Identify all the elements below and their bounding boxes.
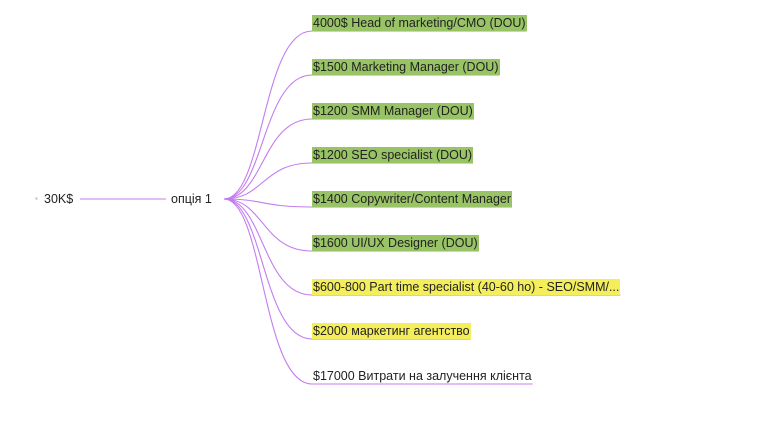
branch-connector xyxy=(223,162,474,200)
branch-node[interactable]: $1200 SMM Manager (DOU) xyxy=(312,103,474,119)
branch-connector xyxy=(223,198,533,385)
root-node[interactable]: 30K$ xyxy=(44,192,74,206)
branch-node[interactable]: 4000$ Head of marketing/CMO (DOU) xyxy=(312,15,527,31)
branch-connector xyxy=(223,74,500,200)
branch-connector xyxy=(223,118,474,200)
branch-node[interactable]: $600-800 Part time specialist (40-60 ho)… xyxy=(312,279,621,295)
root-handle-icon: ▪ xyxy=(35,194,38,203)
branch-connector xyxy=(223,198,621,296)
branch-connector xyxy=(223,198,471,340)
branch-node[interactable]: $1500 Marketing Manager (DOU) xyxy=(312,59,500,75)
branch-connector xyxy=(223,198,513,208)
branch-node[interactable]: $2000 маркетинг агентство xyxy=(312,323,471,339)
branch-node[interactable]: $1400 Copywriter/Content Manager xyxy=(312,191,513,207)
branch-node[interactable]: $1600 UI/UX Designer (DOU) xyxy=(312,235,479,251)
branch-node[interactable]: $17000 Витрати на залучення клієнта xyxy=(313,369,532,383)
branch-connector xyxy=(223,198,479,252)
branch-connector xyxy=(223,30,527,200)
option-node[interactable]: опція 1 xyxy=(171,192,212,206)
branch-node[interactable]: $1200 SEO specialist (DOU) xyxy=(312,147,474,163)
